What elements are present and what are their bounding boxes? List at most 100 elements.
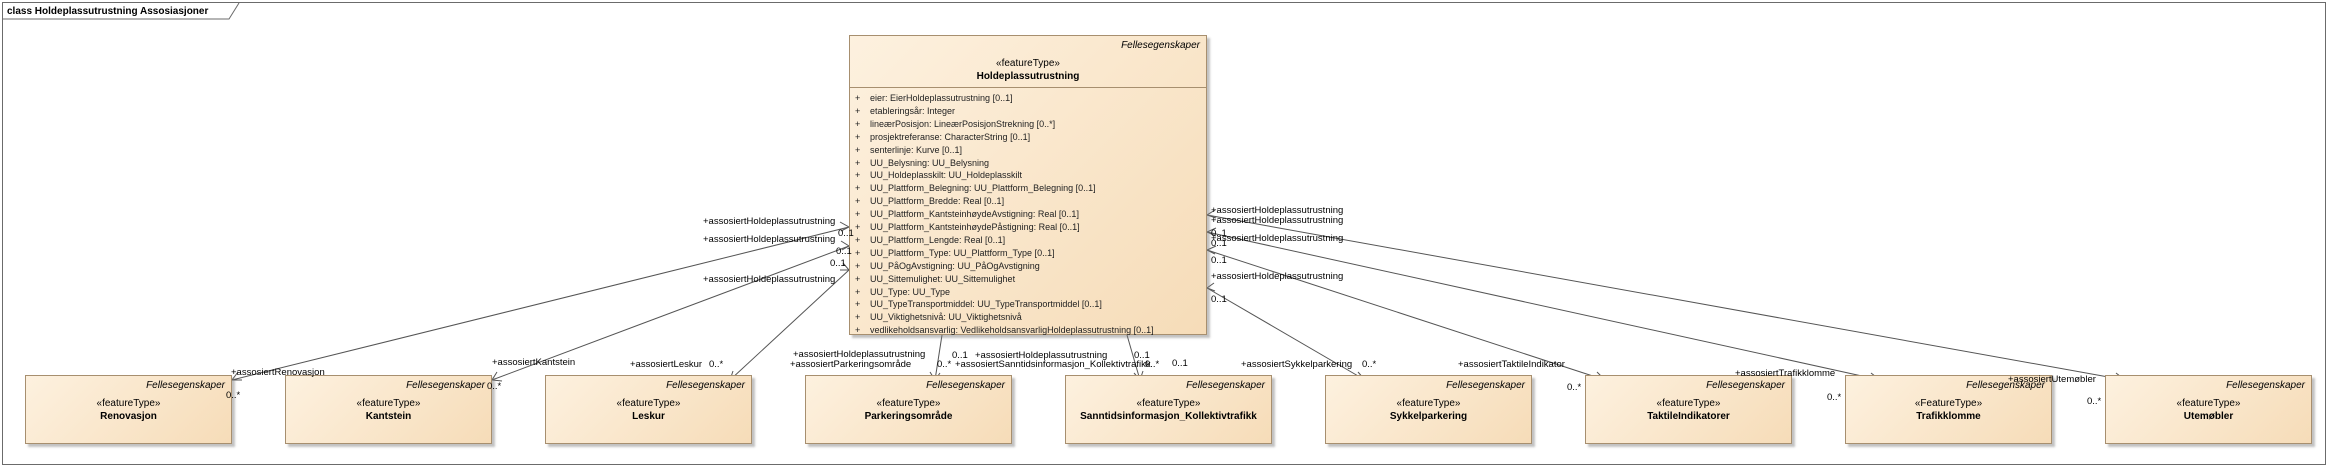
attribute-row: + etableringsår: Integer (855, 106, 955, 116)
multiplicity-label: 0..1 (952, 350, 968, 361)
class-parkeringsomrade[interactable]: Fellesegenskaper «featureType» Parkering… (805, 375, 1012, 444)
multiplicity-label: 0..1 (1134, 350, 1150, 361)
multiplicity-label: 0..* (937, 359, 952, 370)
multiplicity-label: 0..1 (1211, 255, 1227, 266)
assoc-renovasjon (231, 226, 850, 381)
attribute-text: UU_Type: UU_Type (870, 286, 951, 297)
class-name: Leskur (632, 411, 665, 422)
assoc-leskur (729, 269, 850, 381)
multiplicity-label: 0..1 (1211, 228, 1227, 239)
attribute-row: +UU_Holdeplasskilt: UU_Holdeplasskilt (855, 170, 1022, 180)
role-label: +assosiertSanntidsinformasjon_Kollektivt… (955, 359, 1151, 370)
class-kantstein[interactable]: Fellesegenskaper «featureType» Kantstein (285, 375, 492, 444)
attribute-row: +UU_Plattform_Belegning: UU_Plattform_Be… (855, 183, 1096, 193)
role-label: +assosiertRenovasjon (231, 367, 325, 378)
class-renovasjon[interactable]: Fellesegenskaper «featureType» Renovasjo… (25, 375, 232, 444)
attribute-text: UU_Plattform_Type: UU_Plattform_Type [0.… (870, 247, 1055, 258)
attribute-text: UU_Sittemulighet: UU_Sittemulighet (870, 273, 1016, 284)
attribute-text: UU_Plattform_Belegning: UU_Plattform_Bel… (870, 183, 1096, 194)
stereotype-label: «featureType» (616, 398, 681, 409)
package-label: Fellesegenskaper (1446, 380, 1525, 391)
multiplicity-label: 0..* (1567, 382, 1582, 393)
multiplicity-label: 0..1 (836, 246, 852, 257)
attribute-text: eier: EierHoldeplassutrustning [0..1] (870, 93, 1013, 103)
class-name: Kantstein (365, 411, 412, 422)
compartment-divider (850, 87, 1206, 88)
attribute-text: vedlikeholdsansvarlig: Vedlikeholdsansva… (870, 325, 1154, 336)
attribute-text: UU_TypeTransportmiddel: UU_TypeTransport… (870, 299, 1102, 310)
class-name: Trafikklomme (1916, 411, 1981, 422)
class-utemobler[interactable]: Fellesegenskaper «featureType» Utemøbler (2105, 375, 2312, 444)
class-taktileindikatorer[interactable]: Fellesegenskaper «featureType» TaktileIn… (1585, 375, 1792, 444)
visibility-marker: + (855, 260, 861, 271)
package-label: Fellesegenskaper (406, 380, 485, 391)
role-label-holdeplass: +assosiertHoldeplassutrustning (703, 274, 836, 285)
attribute-text: UU_Holdeplasskilt: UU_Holdeplasskilt (870, 170, 1023, 181)
package-label: Fellesegenskaper (1706, 380, 1785, 391)
visibility-marker: + (855, 286, 861, 297)
class-name: Sykkelparkering (1389, 411, 1468, 422)
class-leskur[interactable]: Fellesegenskaper «featureType» Leskur (545, 375, 752, 444)
visibility-marker: + (855, 234, 861, 245)
role-label: +assosiertTaktileIndikator (1458, 359, 1565, 370)
multiplicity-label: 0..1 (838, 228, 854, 239)
multiplicity-label: 0..1 (830, 258, 846, 269)
role-label-holdeplass: +assosiertHoldeplassutrustning (703, 234, 836, 245)
attribute-row: +UU_Viktighetsnivå: UU_Viktighetsnivå (855, 312, 1022, 322)
role-label-holdeplass: +assosiertHoldeplassutrustning (1211, 205, 1344, 216)
visibility-marker: + (855, 105, 861, 116)
attribute-row: +UU_Plattform_KantsteinhøydePåstigning: … (855, 222, 1080, 232)
stereotype-label: «featureType» (356, 398, 421, 409)
attribute-text: etableringsår: Integer (870, 105, 956, 116)
package-label: Fellesegenskaper (1966, 380, 2045, 391)
multiplicity-label: 0..* (226, 390, 241, 401)
multiplicity-label: 0..* (709, 359, 724, 370)
class-name: Utemøbler (2183, 411, 2234, 422)
multiplicity-label: 0..1 (1211, 294, 1227, 305)
attribute-row: + vedlikeholdsansvarlig: Vedlikeholdsansv… (855, 325, 1154, 335)
visibility-marker: + (855, 325, 861, 336)
attribute-text: UU_Plattform_KantsteinhøydePåstigning: R… (870, 222, 1080, 232)
class-sykkelparkering[interactable]: Fellesegenskaper «featureType» Sykkelpar… (1325, 375, 1532, 444)
visibility-marker: + (855, 118, 861, 129)
assoc-parkering (934, 334, 943, 381)
role-label: +assosiertSykkelparkering (1241, 359, 1353, 370)
attribute-text: UU_Plattform_Lengde: Real [0..1] (870, 234, 1006, 245)
visibility-marker: + (855, 144, 861, 155)
stereotype-label: «featureType» (1656, 398, 1721, 409)
stereotype-label: «featureType» (96, 398, 161, 409)
attribute-row: +UU_PåOgAvstigning: UU_PåOgAvstigning (855, 261, 1040, 271)
stereotype-label: «featureType» (1396, 398, 1461, 409)
package-label: Fellesegenskaper (2226, 380, 2305, 391)
class-trafikklomme[interactable]: Fellesegenskaper «FeatureType» Trafikklo… (1845, 375, 2052, 444)
multiplicity-label: 0..* (487, 381, 502, 392)
stereotype-label: «featureType» (876, 398, 941, 409)
class-sanntidsinformasjon[interactable]: Fellesegenskaper «featureType» Sanntidsi… (1065, 375, 1272, 444)
role-label: +assosiertUtemøbler (2008, 374, 2096, 385)
visibility-marker: + (855, 312, 861, 323)
package-label: Fellesegenskaper (1186, 380, 1265, 391)
attribute-row: +UU_Plattform_KantsteinhøydeAvstigning: … (855, 209, 1079, 219)
class-name: Sanntidsinformasjon_Kollektivtrafikk (1080, 411, 1257, 422)
role-label-holdeplass: +assosiertHoldeplassutrustning (975, 350, 1108, 361)
attribute-text: UU_Plattform_Bredde: Real [0..1] (870, 196, 1005, 207)
assoc-utemobler (1206, 214, 2126, 381)
visibility-marker: + (855, 273, 861, 284)
attribute-row: +lineærPosisjon: LineærPosisjonStrekning… (855, 119, 1055, 129)
role-label-holdeplass: +assosiertHoldeplassutrustning (1211, 271, 1344, 282)
visibility-marker: + (855, 131, 861, 142)
attribute-row: + UU_Type: UU_Type (855, 287, 950, 297)
attribute-row: +UU_Belysning: UU_Belysning (855, 158, 989, 168)
attribute-row: +prosjektreferanse: CharacterString [0..… (855, 132, 1030, 142)
class-name: Parkeringsområde (864, 411, 953, 422)
attribute-row: + UU_TypeTransportmiddel: UU_TypeTranspor… (855, 299, 1102, 309)
class-holdeplassutrustning[interactable]: Fellesegenskaper «featureType» Holdeplas… (849, 35, 1207, 335)
multiplicity-label: 0..* (1145, 359, 1160, 370)
stereotype-label: «featureType» (1136, 398, 1201, 409)
assoc-sanntid (1126, 334, 1141, 381)
visibility-marker: + (855, 299, 861, 310)
role-label: +assosiertParkeringsområde (790, 359, 912, 370)
package-label: Fellesegenskaper (926, 380, 1005, 391)
visibility-marker: + (855, 247, 861, 258)
